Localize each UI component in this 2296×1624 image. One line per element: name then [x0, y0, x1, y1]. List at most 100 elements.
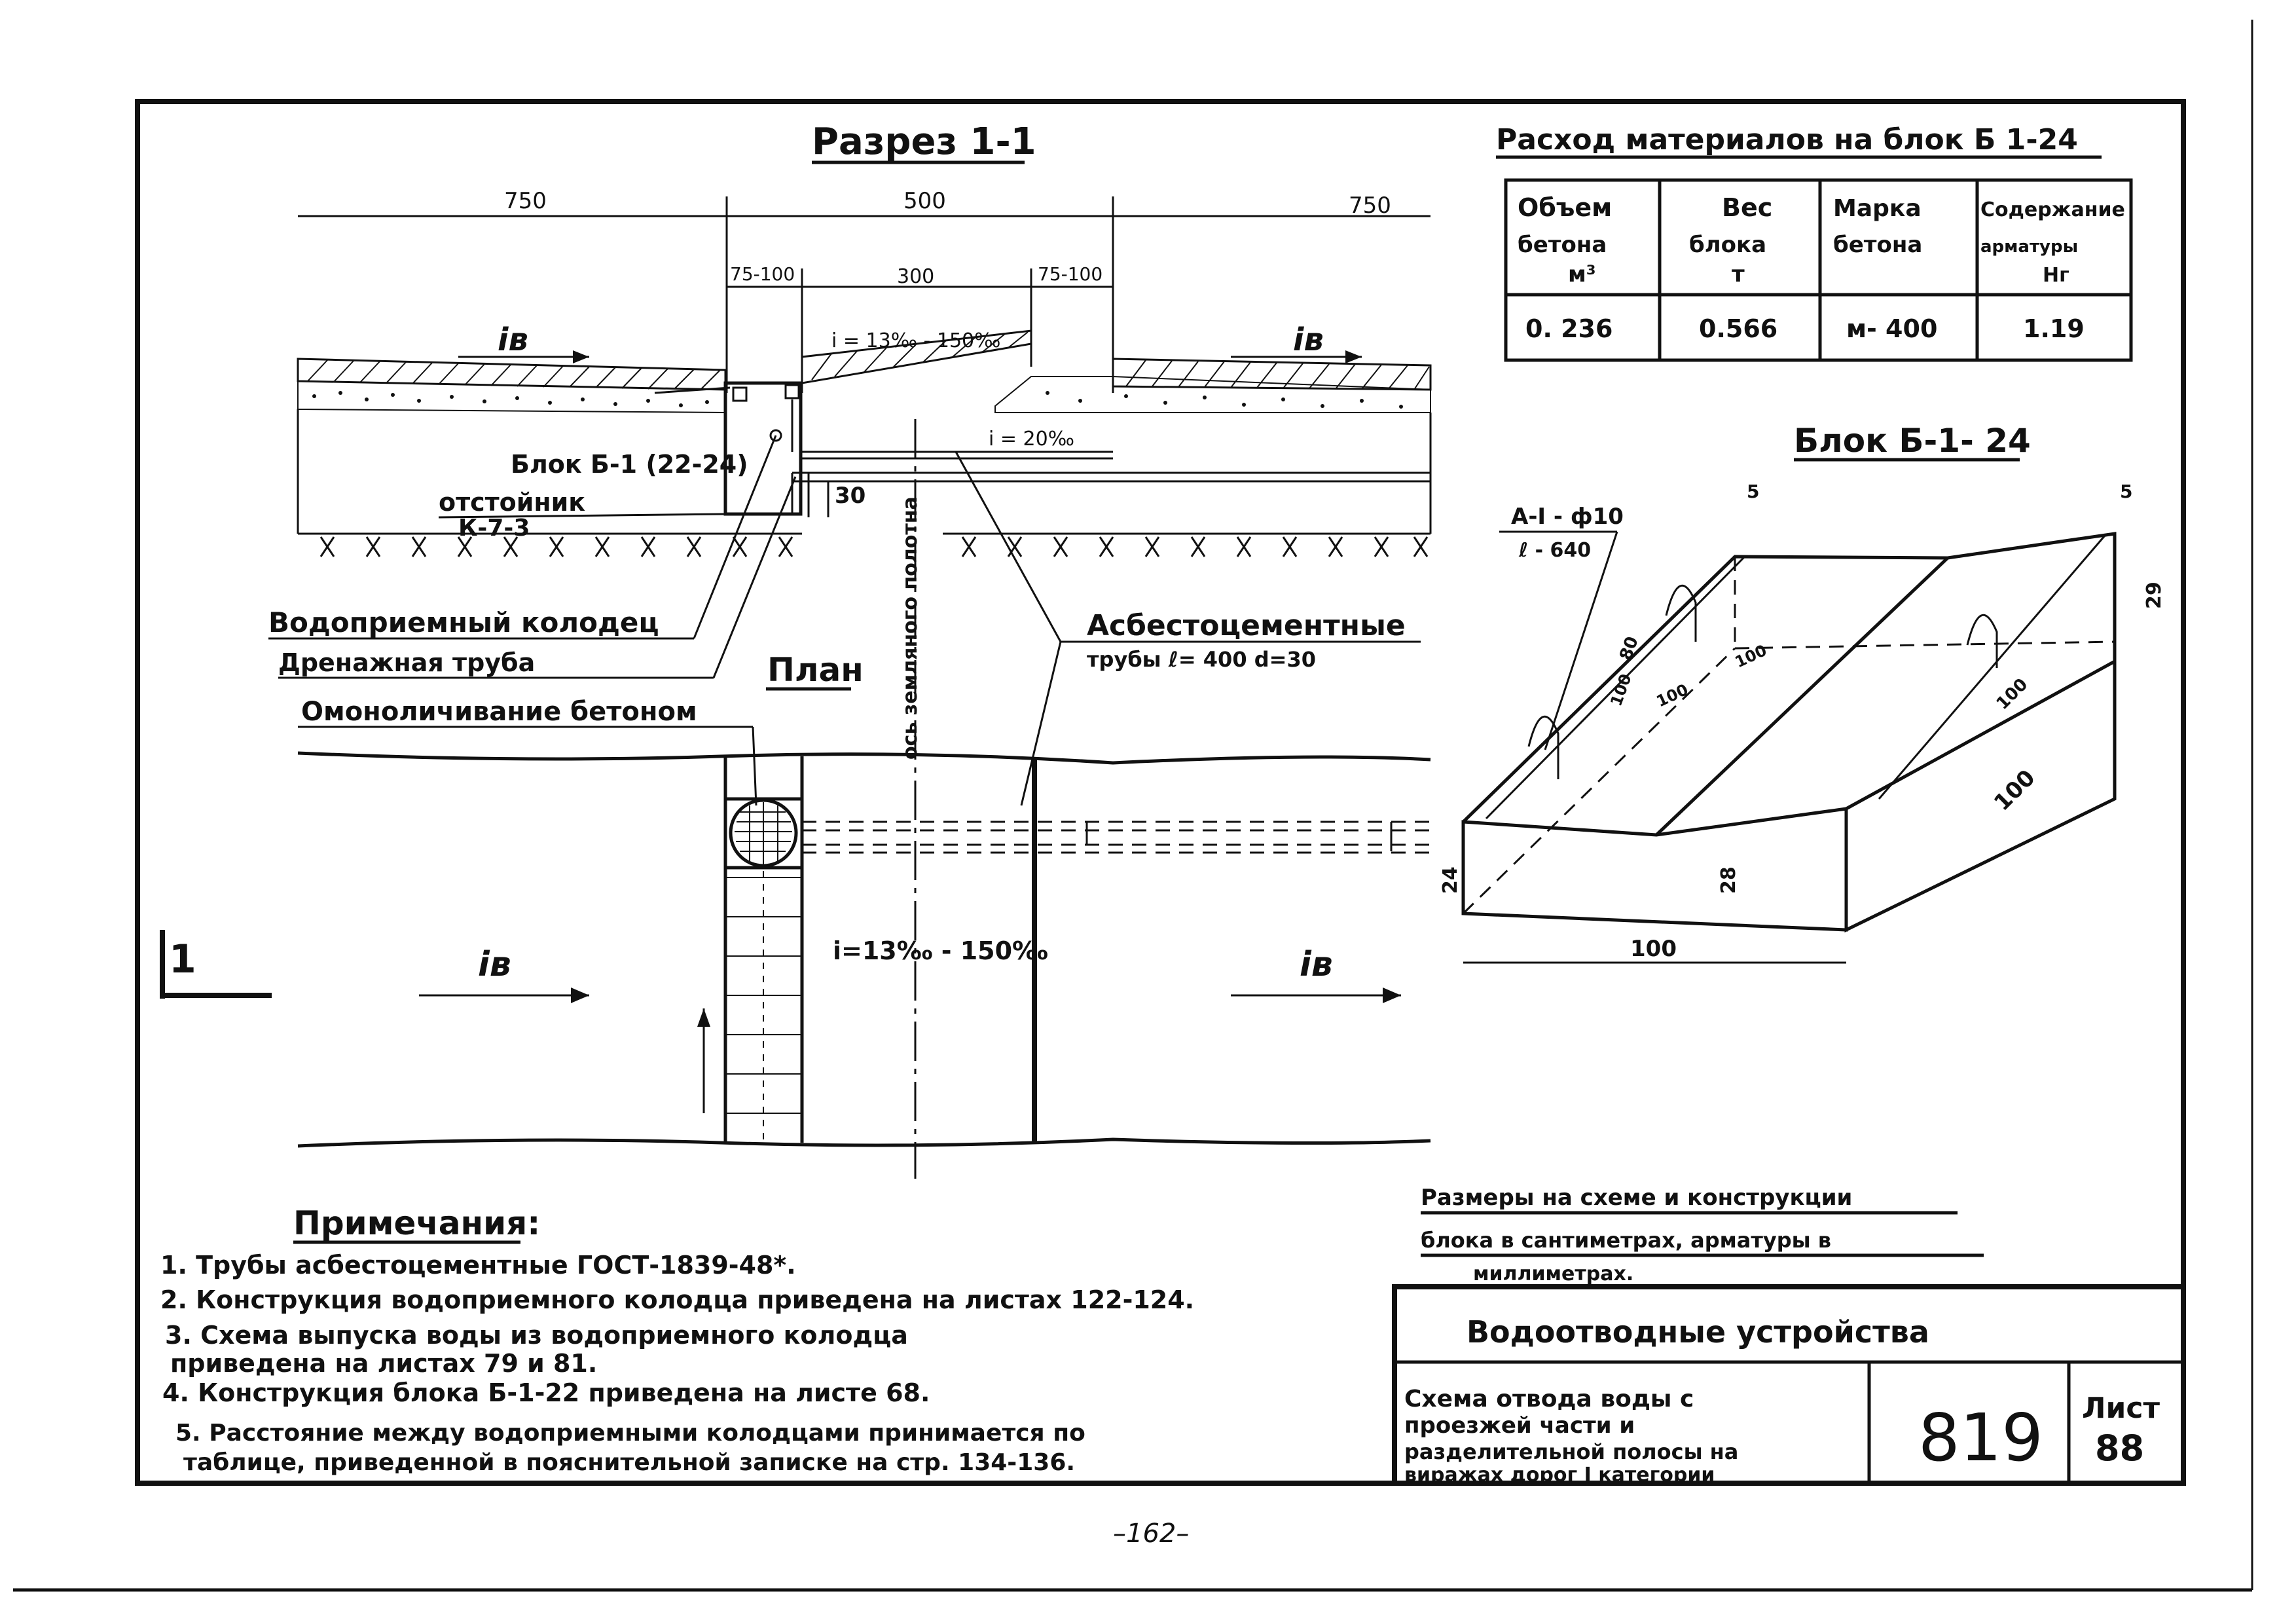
page-number: –162– [1113, 1519, 1189, 1549]
plan-iv-left: iв [478, 945, 511, 984]
rebar-loop-1 [1527, 715, 1559, 779]
plan-title: План [767, 651, 864, 689]
drain-label: Дренажная труба [278, 648, 535, 677]
dimensions-note-2: блока в сантиметрах, арматуры в [1421, 1228, 1831, 1253]
stamp-number: 819 [1918, 1399, 2043, 1476]
dimensions-note-1: Размеры на схеме и конструкции [1421, 1185, 1852, 1211]
base-left-dots [312, 391, 709, 407]
section-title: Разрез 1-1 [812, 120, 1036, 163]
block-label: Блок Б-1 (22-24) [511, 450, 748, 479]
header-weight-2: блока [1689, 232, 1766, 258]
dim-100-f: 100 [1630, 936, 1677, 962]
pavement-middle-hatch [811, 331, 1029, 380]
notes: Примечания: 1. Трубы асбестоцементные ГО… [160, 1204, 1194, 1476]
sheet-frame [135, 99, 2186, 1486]
plan-well-hatch [735, 802, 792, 864]
slope-pipe-label: i = 20‰ [989, 428, 1074, 451]
axis-label: ось земляного полотна [899, 496, 922, 760]
value-volume: 0. 236 [1525, 314, 1613, 343]
dim-80: 80 [1616, 634, 1643, 663]
rebar-length: ℓ - 640 [1518, 539, 1591, 562]
block-isometric: Блок Б-1- 24 А-I - ф10 ℓ - 640 5 5 29 80… [1439, 422, 2166, 964]
plan-iv-right: iв [1300, 945, 1333, 984]
settler-code: К-7-3 [458, 515, 530, 542]
dim-100-e: 100 [1989, 765, 2040, 816]
slope-road-label: i = 13‰ - 150‰ [831, 329, 1000, 352]
well-box [723, 381, 803, 516]
dim-750-right: 750 [1349, 193, 1391, 219]
iv-left-arrowhead [573, 350, 589, 363]
stamp-sheet-label: Лист [2082, 1392, 2160, 1425]
concrete-leader [752, 726, 757, 806]
note-4: 4. Конструкция блока Б-1-22 приведена на… [162, 1378, 930, 1407]
note-1: 1. Трубы асбестоцементные ГОСТ-1839-48*. [160, 1251, 796, 1280]
block-left [732, 386, 748, 402]
stamp-desc-4: виражах дорог I категории [1404, 1464, 1715, 1486]
dim-24: 24 [1439, 866, 1462, 894]
note-3: 3. Схема выпуска воды из водоприемного к… [165, 1321, 908, 1350]
iv-left-label: iв [498, 322, 528, 358]
dim-30: 30 [835, 483, 866, 509]
plan-strip-grid [725, 871, 802, 1143]
ground-hatch [319, 536, 1429, 557]
header-grade-2: бетона [1833, 232, 1922, 258]
rebar-leader [1544, 531, 1618, 750]
block-hidden-1 [1462, 647, 1736, 915]
materials-title: Расход материалов на блок Б 1-24 [1496, 123, 2078, 157]
base-left [297, 380, 726, 414]
pipes-leader-2 [1020, 641, 1062, 806]
well-opening [769, 429, 782, 442]
dim-75-100-right: 75-100 [1038, 263, 1102, 285]
pipes-leader-1 [955, 451, 1062, 642]
pipes-label-detail: трубы ℓ= 400 d=30 [1087, 647, 1316, 672]
drain-leader [712, 476, 797, 678]
rebar-loop-2 [1665, 584, 1697, 642]
value-weight: 0.566 [1699, 314, 1777, 343]
dim-300: 300 [897, 265, 934, 288]
well-label: Водоприемный колодец [268, 606, 659, 638]
block-curb-right [1878, 535, 2106, 800]
plan-flow-arrowhead [697, 1008, 710, 1027]
plan-well-ring [729, 798, 798, 868]
dim-28: 28 [1717, 866, 1740, 894]
dim-100-d: 100 [1993, 674, 2032, 714]
block-right [784, 384, 800, 399]
iv-right-arrowhead [1345, 350, 1362, 363]
materials-table: Расход материалов на блок Б 1-24 Объем б… [1496, 123, 2133, 362]
header-weight-3: т [1732, 261, 1745, 287]
dim-100-b: 100 [1654, 680, 1691, 711]
pavement-right [1112, 358, 1432, 391]
note-5: 5. Расстояние между водоприемными колодц… [175, 1420, 1085, 1447]
block-ridge [1655, 557, 1949, 836]
title-block-frame [1392, 1284, 2186, 1486]
base-right-dots [1046, 391, 1403, 409]
dimensions-note: Размеры на схеме и конструкции блока в с… [1421, 1185, 1984, 1285]
note-3-cont: приведена на листах 79 и 81. [170, 1349, 597, 1378]
dim-5-right: 5 [2120, 481, 2132, 502]
value-rebar: 1.19 [2023, 314, 2085, 343]
well-leader [693, 435, 777, 639]
settler-label: отстойник [439, 488, 585, 517]
header-rebar-1: Содержание [1980, 198, 2125, 221]
block-front-face [1461, 807, 1848, 932]
stamp-desc-2: проезжей части и [1404, 1412, 1635, 1439]
plan-bottom-edge [297, 1137, 1431, 1148]
block-curb-left [1485, 555, 1746, 820]
header-rebar-2: арматуры [1980, 237, 2078, 257]
stamp-category: Водоотводные устройства [1467, 1314, 1929, 1350]
pavement-middle [801, 329, 1032, 384]
pavement-right-hatch [1125, 360, 1430, 390]
value-grade: м- 400 [1846, 314, 1937, 343]
iv-right-label: iв [1293, 322, 1324, 358]
dim-5-left: 5 [1747, 481, 1759, 502]
dim-750-left: 750 [504, 188, 547, 214]
base-right [994, 376, 1431, 413]
block-top-right [1846, 660, 2115, 810]
plan-top-edge [297, 751, 1431, 765]
plan-view: План Омоноличивание бетоном [160, 651, 1431, 1148]
plan-iv-left-arrowhead [571, 987, 589, 1003]
stamp-desc-3: разделительной полосы на [1404, 1439, 1738, 1464]
rebar-label: А-I - ф10 [1511, 504, 1624, 530]
dim-75-100-left: 75-100 [730, 263, 795, 285]
